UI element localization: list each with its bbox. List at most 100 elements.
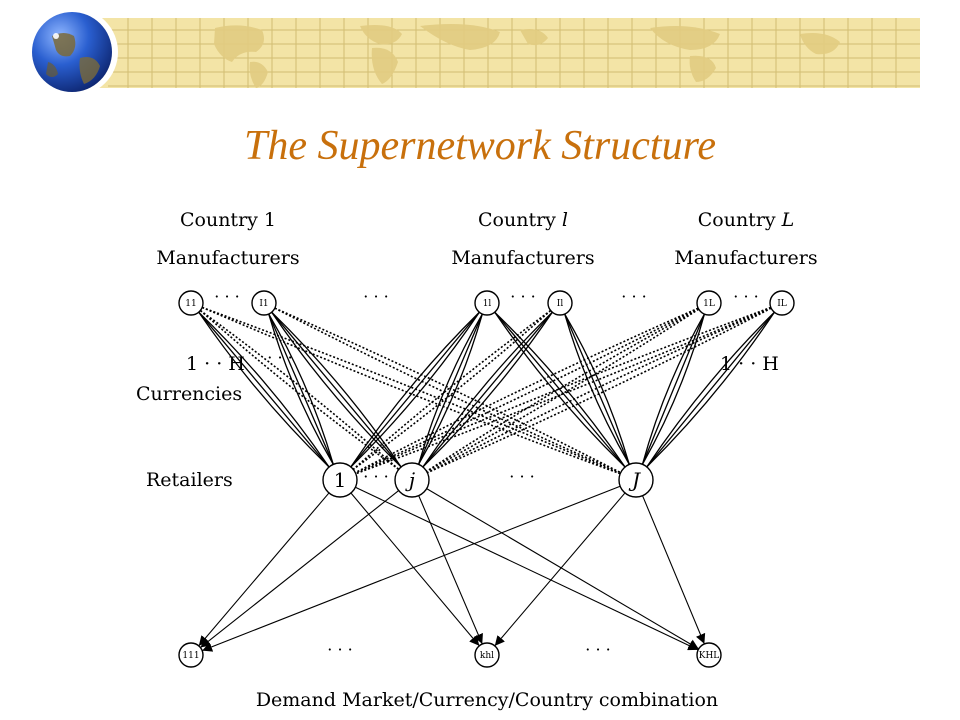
link-I1-1-2 <box>268 313 334 465</box>
link-1l-J-2 <box>494 311 626 468</box>
link-Il-j-0 <box>422 311 553 468</box>
arrow-J-111 <box>201 485 621 652</box>
link-IL-J-1 <box>646 311 775 468</box>
link-I1-1-0 <box>268 313 334 465</box>
link-11-1-0 <box>198 311 330 468</box>
retailer-node-label: 1 <box>334 468 347 492</box>
header-country-1: Country 1 <box>180 209 276 231</box>
manufacturer-node-label: 11 <box>185 299 196 309</box>
header-banner <box>30 8 920 96</box>
link-IL-j-0 <box>427 307 772 474</box>
link-Il-1-0 <box>352 309 552 470</box>
link-1l-j-2 <box>418 313 483 465</box>
demand-node-111 <box>178 642 204 668</box>
manufacturer-node-11 <box>178 290 204 316</box>
link-I1-1-1 <box>268 313 334 465</box>
link-IL-1-0 <box>355 306 772 475</box>
link-11-1-2 <box>198 311 330 468</box>
link-1l-j-0 <box>418 313 483 465</box>
ellipsis-demand-1: · · · <box>327 640 352 659</box>
ellipsis-manuf-1: · · · <box>214 287 239 306</box>
link-1l-j-1 <box>418 313 483 465</box>
demand-node-label: 111 <box>182 651 199 661</box>
ellipsis-retailer-1: · · · <box>363 467 388 486</box>
link-Il-1-1 <box>352 309 552 470</box>
demand-market-nodes: 111 khl KHL <box>178 642 722 668</box>
link-1l-J-0 <box>494 311 626 468</box>
link-1L-J-0 <box>641 313 706 465</box>
retailer-node-label: J <box>628 468 641 492</box>
ellipsis-manuf-l: · · · <box>510 287 535 306</box>
link-1l-1-1 <box>350 311 480 468</box>
link-Il-J-1 <box>564 313 630 465</box>
link-Il-J-0 <box>564 313 630 465</box>
manufacturer-node-IL <box>769 290 795 316</box>
arrow-j-khl <box>418 495 483 645</box>
banner-world-map <box>214 24 840 88</box>
currency-range-left: 1 · · H <box>186 353 245 375</box>
retailer-node-J <box>618 462 654 498</box>
header-manufacturers-1: Manufacturers <box>156 247 299 269</box>
link-1l-1-0 <box>350 311 480 468</box>
demand-node-khl <box>474 642 500 668</box>
manufacturer-retailer-currency-links <box>199 306 772 475</box>
manufacturer-node-label: 1l <box>483 299 492 309</box>
link-IL-j-1 <box>426 307 772 474</box>
link-I1-j-1 <box>271 311 402 468</box>
link-IL-J-0 <box>646 311 775 468</box>
ellipsis-currency-1: · · · <box>267 348 292 367</box>
arrow-j-111 <box>200 490 400 648</box>
slide-title: The Supernetwork Structure <box>243 123 717 169</box>
link-IL-J-2 <box>646 311 775 468</box>
retailer-demand-links <box>198 485 706 652</box>
link-1L-1-0 <box>355 307 699 474</box>
banner-map-grid <box>108 18 920 88</box>
link-11-1-1 <box>198 311 330 468</box>
link-1L-J-2 <box>641 313 705 465</box>
link-Il-j-2 <box>422 311 553 468</box>
ellipsis-retailer-2: · · · <box>509 467 534 486</box>
ellipsis-manuf-gap-1: · · · <box>363 287 388 306</box>
globe-icon <box>30 8 118 96</box>
ellipsis-demand-2: · · · <box>585 640 610 659</box>
arrow-j-KHL <box>426 488 699 650</box>
retailer-node-1 <box>322 462 358 498</box>
link-1L-1-1 <box>354 307 699 474</box>
header-manufacturers-l: Manufacturers <box>451 247 594 269</box>
link-1l-1-2 <box>350 311 480 468</box>
link-1l-J-1 <box>494 311 626 468</box>
currencies-label: Currencies <box>136 383 242 405</box>
link-11-J-0 <box>201 306 621 475</box>
retailers-label: Retailers <box>146 469 233 491</box>
header-manufacturers-L: Manufacturers <box>674 247 817 269</box>
arrow-1-KHL <box>355 486 699 651</box>
manufacturer-retailer-links <box>198 311 775 468</box>
demand-node-label: khl <box>480 651 494 661</box>
manufacturer-node-Il <box>547 290 573 316</box>
link-IL-1-1 <box>355 306 772 475</box>
link-Il-J-2 <box>564 313 630 465</box>
arrow-J-khl <box>494 492 626 647</box>
demand-node-label: KHL <box>699 651 720 661</box>
demand-market-label: Demand Market/Currency/Country combinati… <box>256 689 718 711</box>
manufacturer-node-label: I1 <box>259 299 268 309</box>
ellipsis-manuf-L: · · · <box>733 287 758 306</box>
arrow-1-khl <box>350 492 480 647</box>
link-1L-j-1 <box>426 308 700 472</box>
link-1L-J-1 <box>641 313 706 465</box>
manufacturer-node-label: 1L <box>703 299 715 309</box>
manufacturer-node-1l <box>474 290 500 316</box>
manufacturer-node-label: IL <box>777 299 787 309</box>
arrow-J-KHL <box>642 495 706 645</box>
link-I1-j-2 <box>271 311 402 468</box>
manufacturer-node-1L <box>696 290 722 316</box>
link-Il-j-1 <box>422 311 553 468</box>
retailer-node-j <box>394 462 430 498</box>
link-11-J-1 <box>201 306 621 475</box>
demand-node-KHL <box>696 642 722 668</box>
